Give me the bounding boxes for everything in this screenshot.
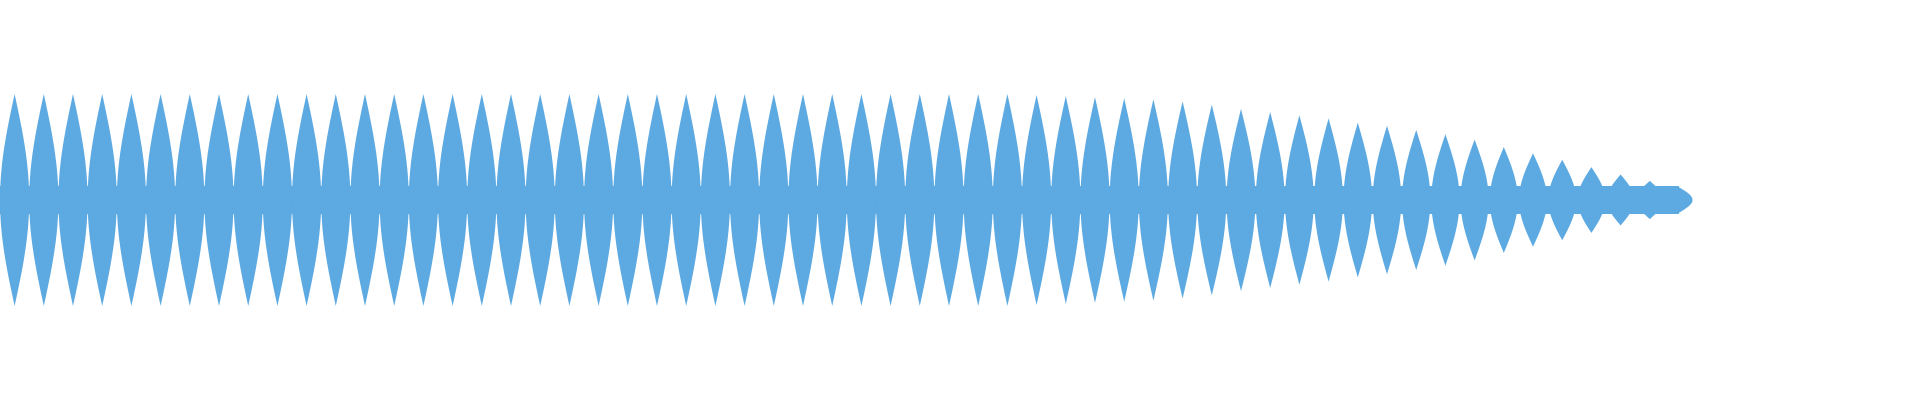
waveform-lobe <box>992 94 1022 306</box>
waveform-lobe <box>700 94 730 306</box>
waveform-lobe <box>116 94 146 306</box>
waveform-lobe <box>1168 101 1198 299</box>
waveform-lobe <box>321 94 351 306</box>
waveform-lobe <box>1197 104 1227 296</box>
waveform-lobe <box>1080 97 1110 303</box>
waveform-lobe <box>525 94 555 306</box>
waveform-lobe <box>730 94 760 306</box>
waveform-lobe <box>1022 95 1052 305</box>
waveform-lobe <box>817 94 847 306</box>
waveform-lobe <box>1606 174 1635 226</box>
waveform-lobe <box>554 94 584 306</box>
waveform-lobe <box>87 94 117 306</box>
waveform-lobe <box>1636 180 1664 220</box>
waveform-lobe <box>584 94 614 306</box>
waveform-lobe <box>934 94 964 306</box>
waveform-lobe <box>1489 147 1518 253</box>
waveform-lobe <box>1519 153 1547 247</box>
waveform-lobe <box>876 94 906 306</box>
waveform-lobe <box>759 94 789 306</box>
waveform-lobe <box>1665 187 1693 213</box>
waveform-lobe <box>905 94 935 306</box>
waveform-lobe <box>642 94 672 306</box>
waveform-lobe <box>29 94 59 306</box>
waveform-lobe <box>350 94 380 306</box>
waveform-lobe <box>1255 112 1285 288</box>
waveform-lobe <box>1577 167 1606 233</box>
waveform-lobe <box>788 94 818 306</box>
waveform-lobe <box>1314 118 1343 282</box>
waveform-lobe <box>58 94 88 306</box>
waveform-lobe <box>1431 134 1460 266</box>
waveform-lobe <box>1460 139 1489 261</box>
waveform-lobe <box>613 94 643 306</box>
waveform-lobe <box>963 94 993 306</box>
waveform-lobe <box>467 94 497 306</box>
waveform-lobe <box>262 94 292 306</box>
waveform-lobe <box>146 94 176 306</box>
waveform-lobe <box>204 94 234 306</box>
waveform-lobe <box>1051 96 1081 304</box>
waveform-lobe <box>438 94 468 306</box>
waveform-lobe <box>1226 108 1256 292</box>
waveform-lobe <box>408 94 438 306</box>
waveform-lobe <box>671 94 701 306</box>
waveform-lobe <box>1401 130 1431 270</box>
waveform-lobe <box>292 94 322 306</box>
waveform-lobe <box>1372 125 1402 275</box>
waveform-lobe <box>1285 115 1314 285</box>
waveform-lobe <box>233 94 263 306</box>
waveform-lobe <box>1548 159 1577 241</box>
waveform-lobe <box>0 94 30 306</box>
waveform-lobe <box>1138 99 1168 301</box>
waveform-lobes <box>0 94 1693 306</box>
waveform-lobe <box>1343 122 1373 278</box>
waveform-lobe <box>175 94 205 306</box>
waveform-lobe <box>496 94 526 306</box>
waveform-lobe <box>846 94 876 306</box>
waveform-lobe <box>1109 98 1139 302</box>
waveform-lobe <box>379 94 409 306</box>
